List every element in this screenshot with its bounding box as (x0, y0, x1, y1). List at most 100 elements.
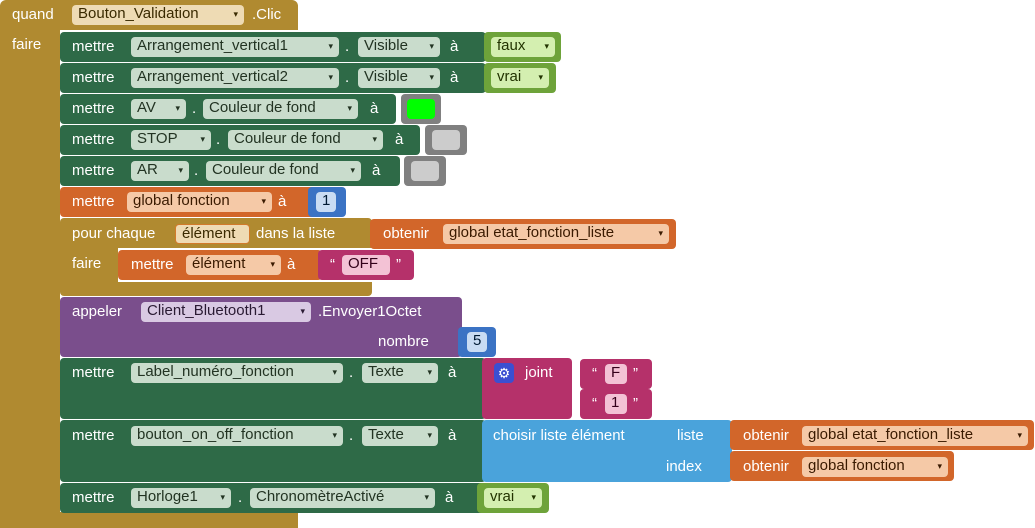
boolean-dropdown[interactable]: vrai ▾ (484, 488, 542, 508)
chevron-down-icon: ▾ (332, 367, 337, 377)
boolean-dropdown[interactable]: vrai ▾ (491, 68, 549, 88)
component-name: Arrangement_vertical2 (137, 68, 288, 85)
to-label: à (287, 256, 296, 273)
quote-close: ” (633, 395, 638, 412)
property-dropdown[interactable]: Texte ▾ (362, 363, 438, 383)
mutator-gear-icon[interactable]: ⚙ (494, 363, 514, 383)
number-value[interactable]: 5 (467, 332, 488, 352)
index-variable-name: global fonction (808, 457, 905, 474)
property-name: Visible (364, 68, 408, 85)
list-variable-name: global etat_fonction_liste (808, 426, 974, 443)
dot: . (194, 162, 199, 179)
boolean-dropdown[interactable]: faux ▾ (491, 37, 555, 57)
chevron-down-icon: ▾ (175, 103, 180, 113)
chevron-down-icon: ▾ (531, 492, 536, 502)
property-dropdown[interactable]: Texte ▾ (362, 426, 438, 446)
dot: . (345, 38, 350, 55)
get-label: obtenir (743, 427, 789, 444)
component-dropdown[interactable]: Arrangement_vertical2 ▾ (131, 68, 339, 88)
text-string: F (611, 364, 621, 381)
chevron-down-icon: ▾ (200, 134, 205, 144)
index-variable-dropdown[interactable]: global fonction ▾ (802, 457, 948, 477)
chevron-down-icon: ▾ (658, 228, 663, 238)
component-dropdown[interactable]: Client_Bluetooth1 ▾ (141, 302, 311, 322)
event-component-dropdown[interactable]: Bouton_Validation ▾ (72, 5, 244, 25)
when-label: quand (12, 6, 54, 23)
dot: . (349, 364, 354, 381)
chevron-down-icon: ▾ (328, 72, 333, 82)
to-label: à (445, 489, 454, 506)
chevron-down-icon: ▾ (347, 103, 352, 113)
color-swatch-light-gray[interactable] (411, 161, 439, 181)
text-value[interactable]: OFF (342, 255, 390, 275)
set-label: mettre (72, 427, 115, 444)
dot: . (238, 489, 243, 506)
variable-name: élément (192, 255, 246, 272)
get-label: obtenir (383, 225, 429, 242)
component-dropdown[interactable]: Horloge1 ▾ (131, 488, 231, 508)
component-dropdown[interactable]: bouton_on_off_fonction ▾ (131, 426, 343, 446)
chevron-down-icon: ▾ (427, 430, 432, 440)
text-value[interactable]: F (605, 364, 627, 384)
chevron-down-icon: ▾ (328, 41, 333, 51)
to-label: à (450, 69, 459, 86)
component-name: AV (137, 99, 156, 116)
property-name: Texte (368, 363, 404, 380)
set-label: mettre (72, 364, 115, 381)
to-label: à (395, 131, 404, 148)
property-dropdown[interactable]: Couleur de fond ▾ (206, 161, 361, 181)
variable-dropdown[interactable]: élément ▾ (186, 255, 281, 275)
to-label: à (278, 193, 287, 210)
property-name: Couleur de fond (212, 161, 319, 178)
in-list-label: dans la liste (256, 225, 336, 242)
chevron-down-icon: ▾ (233, 9, 238, 19)
for-each-do-label: faire (72, 255, 102, 272)
event-name: .Clic (252, 6, 282, 23)
component-dropdown[interactable]: Arrangement_vertical1 ▾ (131, 37, 339, 57)
item-variable-field[interactable]: élément (175, 224, 250, 244)
select-list-item-label: choisir liste élément (493, 427, 625, 444)
set-label: mettre (72, 489, 115, 506)
property-name: Couleur de fond (234, 130, 341, 147)
color-swatch-green[interactable] (407, 99, 435, 119)
set-label: mettre (72, 131, 115, 148)
item-variable-name: élément (182, 225, 236, 242)
property-dropdown[interactable]: Couleur de fond ▾ (203, 99, 358, 119)
list-variable-dropdown[interactable]: global etat_fonction_liste ▾ (802, 426, 1028, 446)
list-variable-dropdown[interactable]: global etat_fonction_liste ▾ (443, 224, 669, 244)
text-value[interactable]: 1 (605, 394, 627, 414)
to-label: à (450, 38, 459, 55)
property-dropdown[interactable]: ChronomètreActivé ▾ (250, 488, 435, 508)
chevron-down-icon: ▾ (178, 165, 183, 175)
chevron-down-icon: ▾ (350, 165, 355, 175)
boolean-value: vrai (497, 68, 522, 85)
component-dropdown[interactable]: AR ▾ (131, 161, 189, 181)
property-name: Visible (364, 37, 408, 54)
property-dropdown[interactable]: Visible ▾ (358, 37, 440, 57)
set-label: mettre (72, 162, 115, 179)
component-dropdown[interactable]: AV ▾ (131, 99, 186, 119)
component-name: bouton_on_off_fonction (137, 426, 294, 443)
property-name: Texte (368, 426, 404, 443)
to-label: à (448, 364, 457, 381)
number-value[interactable]: 1 (316, 192, 337, 212)
component-name: Client_Bluetooth1 (147, 302, 266, 319)
dot: . (192, 100, 197, 117)
component-dropdown[interactable]: Label_numéro_fonction ▾ (131, 363, 343, 383)
set-label: mettre (72, 38, 115, 55)
select-list-item-block[interactable] (482, 420, 732, 482)
component-dropdown[interactable]: STOP ▾ (131, 130, 211, 150)
component-name: Label_numéro_fonction (137, 363, 294, 380)
variable-dropdown[interactable]: global fonction ▾ (127, 192, 272, 212)
property-dropdown[interactable]: Visible ▾ (358, 68, 440, 88)
variable-name: global fonction (133, 192, 230, 209)
component-name: Arrangement_vertical1 (137, 37, 288, 54)
get-label: obtenir (743, 458, 789, 475)
text-string: OFF (348, 255, 378, 272)
quote-close: ” (633, 365, 638, 382)
to-label: à (372, 162, 381, 179)
color-swatch-light-gray[interactable] (432, 130, 460, 150)
index-socket-label: index (666, 458, 702, 475)
property-dropdown[interactable]: Couleur de fond ▾ (228, 130, 383, 150)
list-variable-name: global etat_fonction_liste (449, 224, 615, 241)
